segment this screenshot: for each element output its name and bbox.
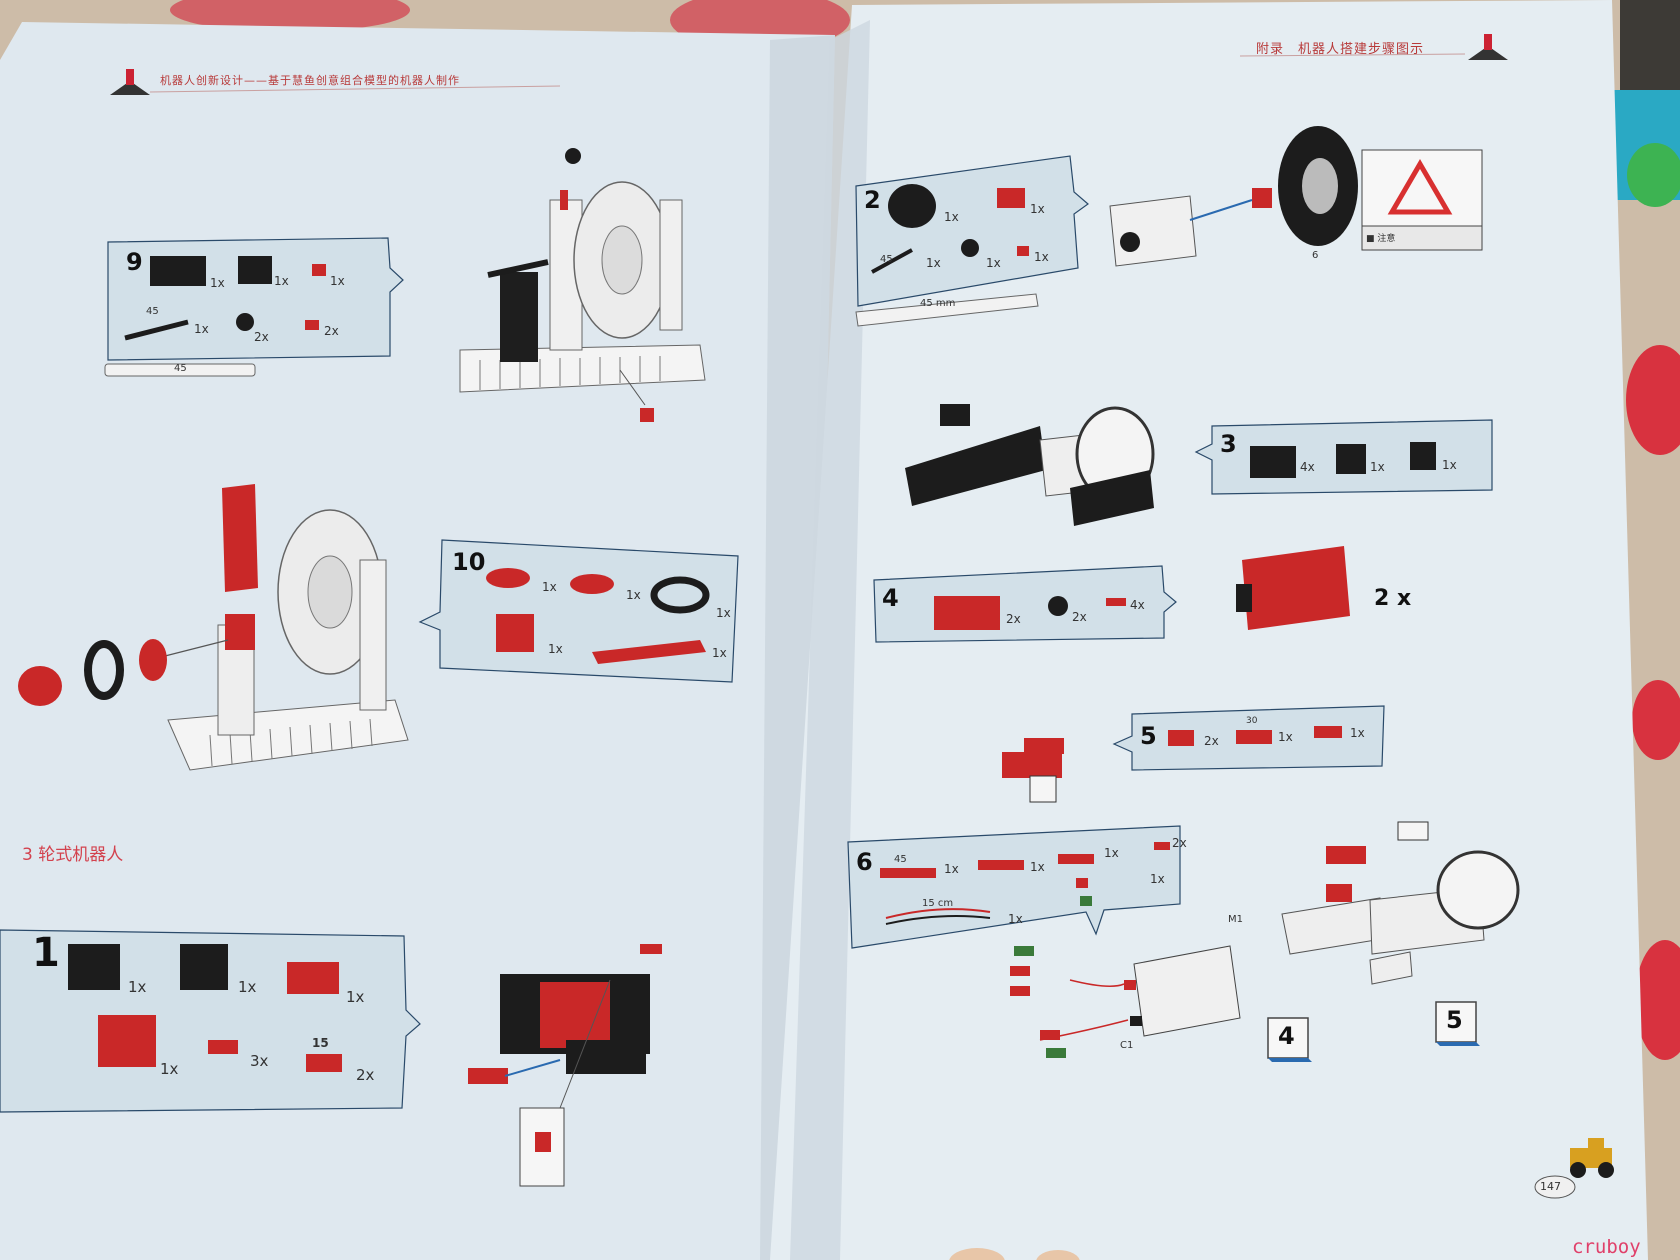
step5-qty-1: 2x xyxy=(1204,734,1219,748)
step9-assembly xyxy=(459,148,706,422)
step3-assembly xyxy=(905,404,1155,526)
step2-assembly xyxy=(1109,126,1358,267)
section-title: 3 轮式机器人 xyxy=(22,845,124,865)
step9-qty-1: 1x xyxy=(210,276,225,290)
step4-assembly xyxy=(1236,546,1350,630)
step9-qty-5: 2x xyxy=(254,330,269,344)
step6-number: 6 xyxy=(856,848,873,876)
left-page-header: 机器人创新设计——基于慧鱼创意组合模型的机器人制作 xyxy=(160,74,460,87)
step10-qty-3: 1x xyxy=(716,606,731,620)
step3-qty-3: 1x xyxy=(1442,458,1457,472)
step2-qty-4: 1x xyxy=(986,256,1001,270)
ref-box-4-label: 4 xyxy=(1278,1022,1295,1050)
step3-qty-1: 4x xyxy=(1300,460,1315,474)
step2-qty-5: 1x xyxy=(1034,250,1049,264)
step6-qty-6: 1x xyxy=(1150,872,1165,886)
header-logo-left xyxy=(110,69,150,95)
step9-length-label: 45 xyxy=(146,306,159,317)
step4-number: 4 xyxy=(882,584,899,612)
step1-number: 1 xyxy=(32,930,60,976)
step6-qty-2: 1x xyxy=(1030,860,1045,874)
step4-qty-2: 2x xyxy=(1072,610,1087,624)
step9-qty-6: 2x xyxy=(324,324,339,338)
step6-qty-4: 2x xyxy=(1172,836,1187,850)
watermark: cruboy xyxy=(1572,1236,1641,1258)
step9-number: 9 xyxy=(126,248,143,276)
step2-qty-1: 1x xyxy=(944,210,959,224)
step1-qty-6: 2x xyxy=(356,1066,375,1084)
step6-cable-label: 15 cm xyxy=(922,898,954,909)
step1-qty-1: 1x xyxy=(128,978,147,996)
step2-qty-3: 1x xyxy=(926,256,941,270)
step6-qty-3: 1x xyxy=(1104,846,1119,860)
step10-qty-2: 1x xyxy=(626,588,641,602)
step1-qty-2: 1x xyxy=(238,978,257,996)
step10-number: 10 xyxy=(452,548,486,576)
step4-result-qty: 2 x xyxy=(1374,586,1412,611)
step1-assembly xyxy=(468,944,662,1187)
page-number: 147 xyxy=(1540,1180,1561,1193)
step10-qty-4: 1x xyxy=(548,642,563,656)
connector-label: C1 xyxy=(1120,1040,1134,1051)
step9-ruler-label: 45 xyxy=(174,363,187,374)
step1-size-label: 15 xyxy=(312,1036,329,1050)
step1-qty-3: 1x xyxy=(346,988,365,1006)
step10-qty-1: 1x xyxy=(542,580,557,594)
step2-number: 2 xyxy=(864,186,881,214)
step3-number: 3 xyxy=(1220,430,1237,458)
ref-box-5-shape xyxy=(1435,1001,1477,1043)
warning-note: ■ 注意 xyxy=(1366,234,1396,244)
step10-assembly xyxy=(18,484,409,771)
ref-box-4-shape xyxy=(1267,1017,1309,1059)
step4-qty-3: 4x xyxy=(1130,598,1145,612)
step6-assembly xyxy=(1010,821,1520,1058)
step5-qty-2: 1x xyxy=(1278,730,1293,744)
motor-label: M1 xyxy=(1228,914,1243,925)
step2-qty-2: 1x xyxy=(1030,202,1045,216)
step2-length-label: 45 xyxy=(880,254,893,265)
step9-qty-3: 1x xyxy=(330,274,345,288)
right-page-header: 附录 机器人搭建步骤图示 xyxy=(1256,42,1425,57)
step9-qty-2: 1x xyxy=(274,274,289,288)
step5-qty-3: 1x xyxy=(1350,726,1365,740)
step4-qty-1: 2x xyxy=(1006,612,1021,626)
step3-qty-2: 1x xyxy=(1370,460,1385,474)
step1-qty-4: 1x xyxy=(160,1060,179,1078)
step2-callout-number: 6 xyxy=(1312,250,1319,261)
step1-qty-5: 3x xyxy=(250,1052,269,1070)
step5-size-label: 30 xyxy=(1246,716,1258,726)
step6-qty-1: 1x xyxy=(944,862,959,876)
ref-box-5-label: 5 xyxy=(1446,1006,1463,1034)
step9-qty-4: 1x xyxy=(194,322,209,336)
step6-qty-5: 1x xyxy=(1008,912,1023,926)
step5-number: 5 xyxy=(1140,722,1157,750)
truck-icon xyxy=(1570,1138,1614,1178)
step6-length-label: 45 xyxy=(894,854,907,865)
step2-ruler-label: 45 mm xyxy=(920,298,956,309)
page-number-badge xyxy=(1534,1175,1576,1199)
header-logo-right xyxy=(1468,34,1508,60)
step10-qty-5: 1x xyxy=(712,646,727,660)
step5-assembly xyxy=(1002,738,1064,803)
